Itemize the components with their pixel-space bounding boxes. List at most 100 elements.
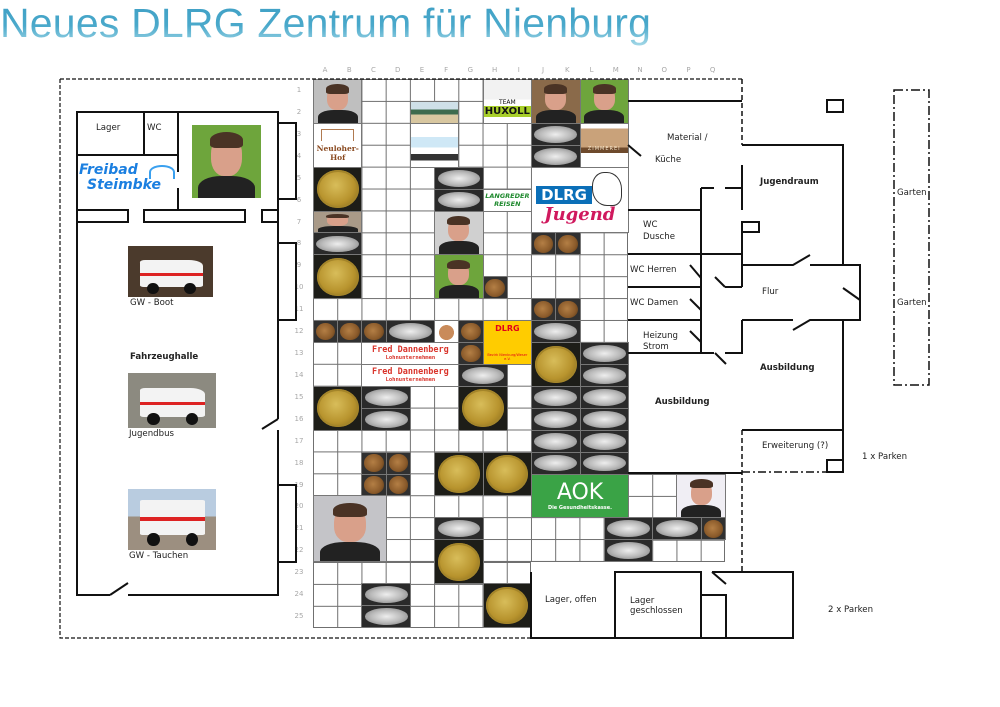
gold-medal-tile bbox=[434, 539, 484, 585]
silver-medal-tile bbox=[531, 429, 581, 453]
bronze-medal-tile bbox=[482, 276, 508, 300]
room-label-wc-damen: WC Damen bbox=[630, 298, 679, 308]
bakery-logo bbox=[434, 320, 460, 344]
label-parken-1: 1 x Parken bbox=[862, 452, 908, 462]
bronze-medal-tile bbox=[337, 320, 363, 344]
bronze-medal-tile bbox=[385, 451, 411, 475]
label-jugendbus: Jugendbus bbox=[129, 429, 175, 439]
person-photo bbox=[676, 473, 726, 519]
column-header: A bbox=[322, 66, 328, 74]
huxoll-logo-line2: HUXOLL bbox=[483, 106, 532, 118]
column-header: H bbox=[491, 66, 498, 74]
row-header: 17 bbox=[294, 436, 304, 445]
column-header: E bbox=[419, 66, 425, 74]
silver-medal-tile bbox=[579, 363, 629, 387]
row-header: 4 bbox=[296, 151, 302, 160]
freibad-steimbke-logo: Freibad Steimbke bbox=[79, 163, 177, 207]
label-gw-tauchen: GW - Tauchen bbox=[129, 551, 189, 561]
dannenberg-line1: Fred Dannenberg bbox=[372, 366, 449, 377]
room-label-kueche: Küche bbox=[655, 155, 682, 165]
column-header: D bbox=[394, 66, 401, 74]
row-header: 25 bbox=[294, 612, 304, 621]
freibad-logo-line1: Freibad bbox=[79, 162, 138, 178]
zimmerei-logo-text: ZIMMEREI bbox=[587, 146, 621, 153]
room-label-fahrzeughalle: Fahrzeughalle bbox=[130, 352, 199, 362]
silver-medal-tile bbox=[434, 517, 484, 541]
langreder-line1: LANGREDER bbox=[485, 192, 530, 201]
bronze-medal-tile bbox=[361, 320, 387, 344]
column-header: B bbox=[346, 66, 352, 74]
aok-logo-text: AOK bbox=[556, 479, 604, 505]
dlrg-jugend-line1: DLRG bbox=[536, 185, 592, 204]
room-label-heizung: Heizung bbox=[643, 331, 678, 341]
room-label-ausbildung-right: Ausbildung bbox=[760, 363, 815, 373]
vehicle-photo-gw-tauchen bbox=[128, 489, 216, 550]
person-photo bbox=[313, 210, 363, 234]
room-label-wc-dusche-2: Dusche bbox=[643, 232, 675, 242]
column-header: I bbox=[517, 66, 520, 74]
column-header: J bbox=[542, 66, 545, 74]
room-label-wc: WC bbox=[147, 123, 162, 133]
silver-medal-tile bbox=[531, 144, 581, 168]
silver-medal-tile bbox=[531, 451, 581, 475]
bronze-medal-tile bbox=[458, 320, 484, 344]
label-parken-2: 2 x Parken bbox=[828, 605, 874, 615]
room-label-lager: Lager bbox=[96, 123, 121, 133]
row-header: 20 bbox=[294, 502, 304, 511]
dannenberg-line1: Fred Dannenberg bbox=[372, 344, 449, 355]
room-label-strom: Strom bbox=[643, 342, 669, 352]
silver-medal-tile bbox=[361, 385, 411, 409]
silver-medal-tile bbox=[579, 385, 629, 409]
column-header: P bbox=[686, 66, 691, 74]
column-header: G bbox=[467, 66, 474, 74]
person-photo bbox=[434, 254, 484, 300]
silver-medal-tile bbox=[579, 342, 629, 365]
row-header: 23 bbox=[294, 568, 304, 577]
silver-medal-tile bbox=[603, 539, 654, 563]
page-title: Neues DLRG Zentrum für Nienburg bbox=[0, 0, 1000, 47]
bronze-medal-tile bbox=[458, 342, 484, 365]
label-gw-boot: GW - Boot bbox=[130, 298, 174, 308]
bronze-medal-tile bbox=[385, 473, 411, 497]
person-photo bbox=[531, 79, 581, 124]
row-header: 11 bbox=[294, 305, 304, 314]
dannenberg-line2: Lohnunternehmen bbox=[385, 376, 436, 383]
row-header: 24 bbox=[294, 590, 304, 599]
person-photo bbox=[192, 125, 261, 198]
bronze-medal-tile bbox=[531, 298, 557, 322]
silver-medal-tile bbox=[579, 407, 629, 431]
silver-medal-tile bbox=[603, 517, 654, 541]
bronze-medal-tile bbox=[313, 320, 339, 344]
column-header: F bbox=[444, 66, 449, 74]
gold-medal-tile bbox=[531, 342, 581, 387]
row-header: 22 bbox=[294, 546, 304, 555]
room-label-jugendraum: Jugendraum bbox=[760, 177, 819, 187]
row-header: 1 bbox=[296, 86, 302, 94]
room-label-lager-geschlossen-1: Lager bbox=[630, 596, 655, 606]
row-header: 5 bbox=[296, 173, 302, 182]
praxis-logo bbox=[409, 122, 460, 168]
landscape-logo bbox=[409, 100, 460, 124]
bronze-medal-tile bbox=[700, 517, 726, 541]
silver-medal-tile bbox=[434, 166, 484, 190]
neuloher-tile: Neuloher-Hof bbox=[313, 122, 363, 168]
silver-medal-tile bbox=[458, 363, 508, 387]
label-garten-2: Garten bbox=[897, 298, 927, 308]
freibad-logo-line2: Steimbke bbox=[87, 177, 161, 193]
silver-medal-tile bbox=[434, 188, 484, 212]
person-photo bbox=[313, 495, 387, 563]
bronze-medal-tile bbox=[555, 232, 581, 256]
silver-medal-tile bbox=[652, 517, 702, 541]
silver-medal-tile bbox=[361, 407, 411, 431]
row-header: 16 bbox=[294, 414, 304, 423]
row-header: 12 bbox=[294, 327, 304, 336]
aok-logo-tagline: Die Gesundheitskasse. bbox=[547, 504, 613, 511]
column-header: L bbox=[589, 66, 594, 74]
neuloher-logo-text: Neuloher-Hof bbox=[316, 143, 359, 162]
row-header: 21 bbox=[294, 524, 304, 533]
room-label-wc-dusche-1: WC bbox=[643, 220, 658, 230]
eagle-icon bbox=[591, 171, 622, 206]
